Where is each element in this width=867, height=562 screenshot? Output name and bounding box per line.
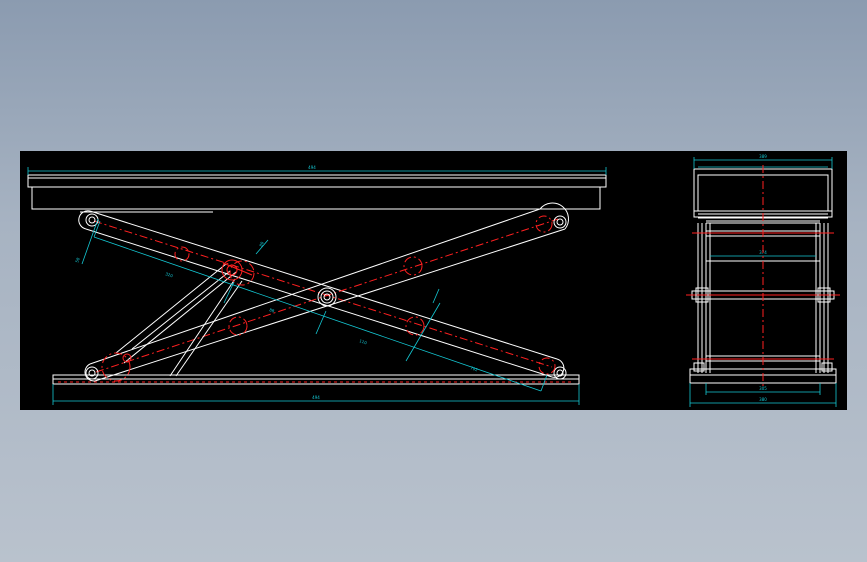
- joint-bottom-left: [85, 352, 132, 382]
- dim-side-base-inner-label: 305: [759, 386, 767, 391]
- side-rails: [697, 223, 829, 373]
- cad-drawing-canvas[interactable]: 494 494: [20, 151, 847, 410]
- dim-base-width-label: 494: [312, 395, 320, 400]
- cylinder-mount: [221, 259, 255, 286]
- dim-arm-length: 702: [93, 220, 548, 392]
- dim-side-base: 305 380: [689, 383, 837, 407]
- base-plate: [52, 374, 580, 385]
- dim-arm-offsets: 58 80 320 88 110: [74, 218, 441, 362]
- joint-top-right: [535, 215, 567, 233]
- side-view: 389 374: [686, 154, 840, 407]
- top-platform: [27, 174, 607, 213]
- joint-center: [317, 287, 337, 307]
- hole-arm-a-upper: [174, 246, 190, 262]
- dim-side-top-label: 389: [759, 154, 767, 159]
- dim-arm-offset-2-label: 80: [258, 240, 265, 247]
- dim-arm-offset-5-label: 110: [359, 338, 368, 345]
- dim-arm-length-label: 702: [470, 365, 479, 372]
- dim-arm-offset-3-label: 320: [165, 271, 174, 278]
- dim-side-base-width-label: 380: [759, 397, 767, 402]
- scissor-arm-b: [84, 202, 569, 382]
- scissor-arm-a: [78, 210, 565, 378]
- dim-base-width: 494: [52, 384, 580, 405]
- dim-arm-offset-4-label: 88: [269, 307, 276, 313]
- dim-top-width: 494: [27, 165, 607, 175]
- hole-arm-b-lower: [228, 316, 248, 336]
- hole-arm-a-lower: [405, 316, 425, 336]
- joint-bottom-right: [538, 357, 567, 380]
- hole-arm-b-upper: [403, 256, 423, 276]
- dim-top-width-label: 494: [308, 165, 316, 170]
- cad-drawing: 494 494: [27, 154, 840, 407]
- hydraulic-cylinder: [115, 263, 243, 377]
- front-view: 494 494: [27, 165, 607, 405]
- dim-arm-offset-1-label: 58: [74, 256, 81, 263]
